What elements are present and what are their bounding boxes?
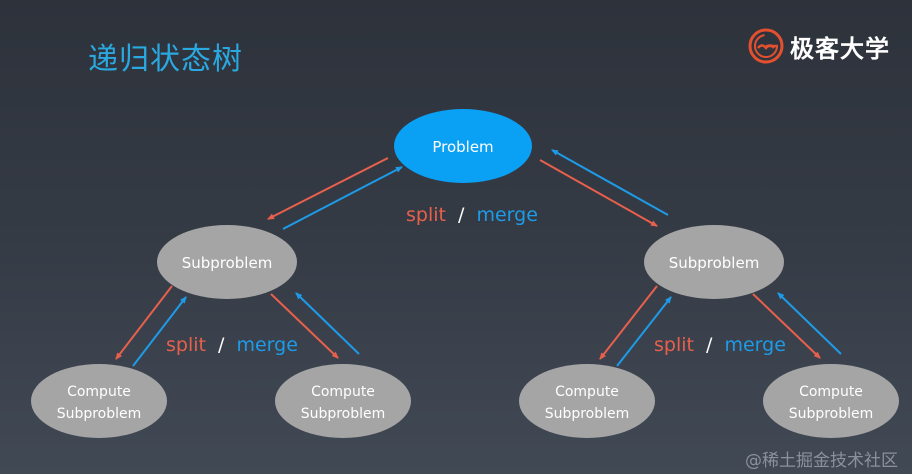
node-compute-lr: Compute Subproblem xyxy=(275,364,411,438)
node-label-line2: Subproblem xyxy=(57,406,142,422)
split-arrow-root-left xyxy=(267,157,389,220)
node-compute-rr: Compute Subproblem xyxy=(763,364,899,438)
edge-label-right: split / merge xyxy=(654,334,786,356)
node-label-line2: Subproblem xyxy=(545,406,630,422)
node-label: Subproblem xyxy=(669,254,760,272)
merge-arrow-ll-left xyxy=(132,296,187,367)
merge-arrow-lr-left xyxy=(295,292,360,355)
slash-label: / xyxy=(458,204,465,226)
slide-title: 递归状态树 xyxy=(88,42,243,77)
geekbang-logo-icon xyxy=(748,28,784,64)
split-arrow-right-rl xyxy=(599,285,658,360)
edge-label-root: split / merge xyxy=(406,204,538,226)
node-compute-ll: Compute Subproblem xyxy=(31,364,167,438)
brand-logo: 极客大学 xyxy=(748,28,890,64)
node-label: Subproblem xyxy=(182,254,273,272)
node-subproblem-left: Subproblem xyxy=(157,225,297,299)
merge-label: merge xyxy=(724,334,785,356)
split-arrow-root-right xyxy=(539,159,658,227)
split-label: split xyxy=(406,204,446,226)
merge-arrow-rr-right xyxy=(777,292,842,355)
slash-label: / xyxy=(706,334,713,356)
split-arrow-left-ll xyxy=(115,285,173,360)
node-label: Problem xyxy=(432,138,493,156)
split-arrow-left-lr xyxy=(270,293,339,359)
node-label-line2: Subproblem xyxy=(789,406,874,422)
watermark: @稀土掘金技术社区 xyxy=(745,451,898,471)
node-label-line1: Compute xyxy=(311,384,375,400)
brand-name: 极客大学 xyxy=(790,34,890,63)
edge-label-left: split / merge xyxy=(166,334,298,356)
merge-arrow-rl-right xyxy=(616,296,672,367)
merge-arrow-right-root xyxy=(551,149,669,216)
merge-label: merge xyxy=(476,204,537,226)
merge-arrow-left-root xyxy=(282,166,403,230)
node-label-line1: Compute xyxy=(799,384,863,400)
node-label-line1: Compute xyxy=(555,384,619,400)
svg-text:split / merge: split / merge xyxy=(654,334,786,356)
node-compute-rl: Compute Subproblem xyxy=(519,364,655,438)
node-problem: Problem xyxy=(394,109,532,183)
svg-text:split / merge: split / merge xyxy=(406,204,538,226)
split-arrow-right-rr xyxy=(752,293,821,359)
split-label: split xyxy=(166,334,206,356)
node-subproblem-right: Subproblem xyxy=(644,225,784,299)
node-label-line1: Compute xyxy=(67,384,131,400)
split-label: split xyxy=(654,334,694,356)
node-label-line2: Subproblem xyxy=(301,406,386,422)
merge-label: merge xyxy=(236,334,297,356)
slash-label: / xyxy=(218,334,225,356)
svg-text:split / merge: split / merge xyxy=(166,334,298,356)
